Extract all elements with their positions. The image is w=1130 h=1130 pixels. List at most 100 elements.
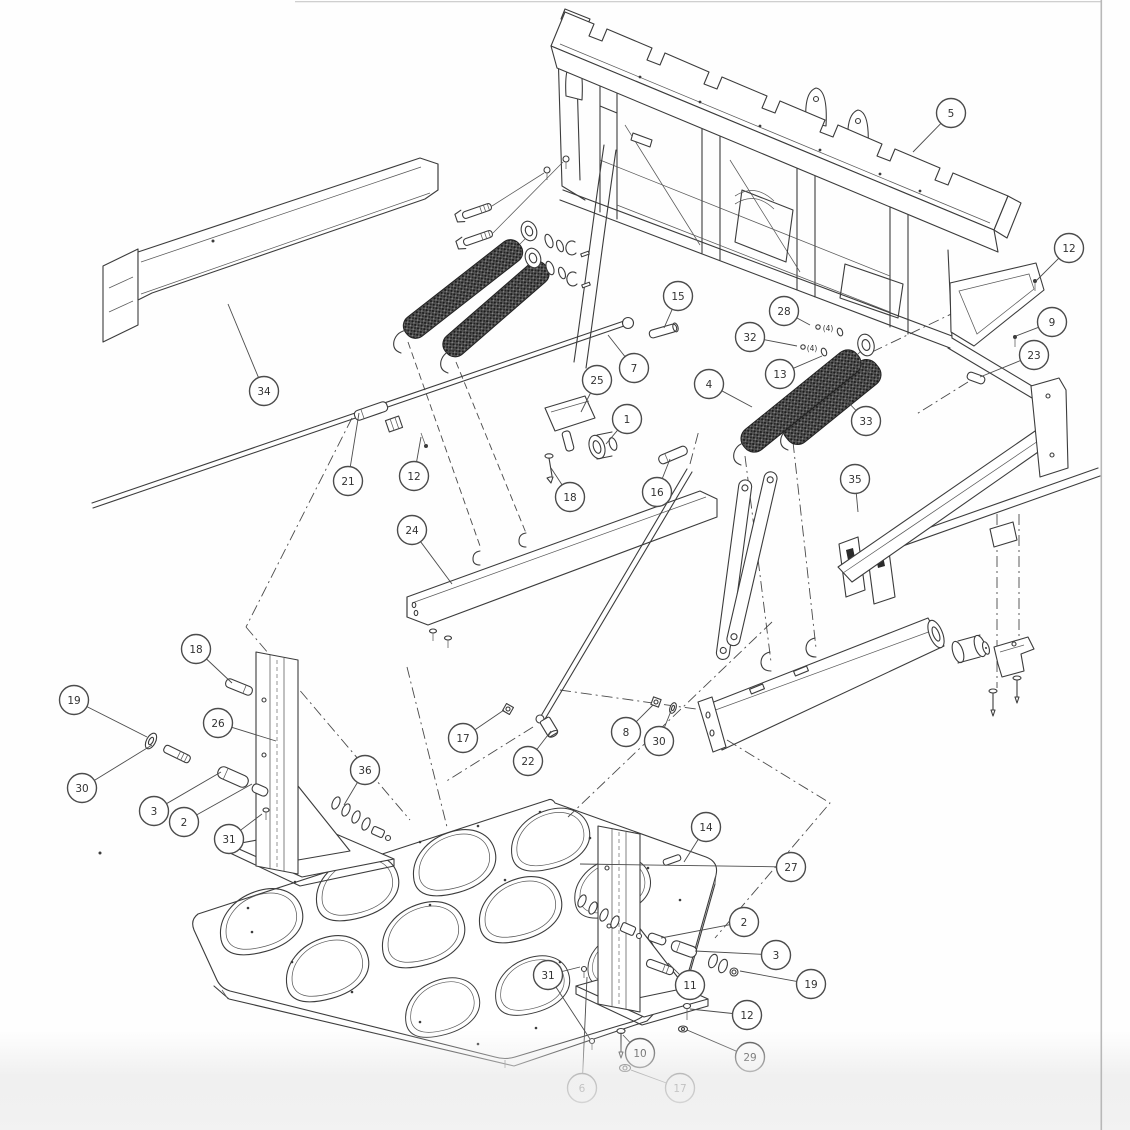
part-number: 8 <box>623 727 630 739</box>
part-number: 3 <box>151 806 158 818</box>
callout-balloon-8: 8 <box>610 704 654 748</box>
leader-line <box>1035 257 1060 282</box>
deck-rivet-dots <box>246 810 682 1046</box>
leader-line <box>86 706 148 738</box>
leader-line <box>855 493 859 513</box>
part-number: 2 <box>741 917 748 929</box>
leader-line <box>661 458 671 479</box>
callout-balloon-13: 13 <box>764 355 823 390</box>
callout-balloon-16: 16 <box>641 458 673 508</box>
callout-balloon-21: 21 <box>332 412 364 497</box>
part-number: 12 <box>1062 243 1075 255</box>
scan-fade <box>0 1030 1130 1130</box>
part-number: 19 <box>804 979 817 991</box>
part-number: 21 <box>341 476 354 488</box>
part-number: 33 <box>859 416 872 428</box>
callout-balloon-4: 4 <box>693 368 753 408</box>
callout-balloon-32: 32 <box>734 321 798 353</box>
lift-arm-left <box>406 490 718 648</box>
leader-line <box>420 541 453 585</box>
leader-line <box>739 970 797 982</box>
scan-specks <box>98 239 215 855</box>
page-border <box>295 0 1103 1130</box>
part-number: 31 <box>541 970 554 982</box>
leader-line <box>579 863 777 868</box>
leader-line <box>793 355 823 369</box>
leader-line <box>607 334 626 357</box>
part-number: 17 <box>456 733 469 745</box>
part-number: 7 <box>631 363 638 375</box>
callout-balloon-18: 18 <box>550 467 586 513</box>
leader-line <box>196 783 253 816</box>
part-number: 12 <box>407 471 420 483</box>
leader-line <box>660 924 730 939</box>
callout-balloon-30: 30 <box>643 710 675 757</box>
callout-balloon-1: 1 <box>605 403 643 445</box>
callout-balloon-18: 18 <box>180 633 233 684</box>
leader-line <box>580 392 591 413</box>
callout-balloon-15: 15 <box>662 280 694 329</box>
leader-line <box>231 726 277 742</box>
leader-line <box>227 303 259 378</box>
part-number: 5 <box>948 108 955 120</box>
part-number: 15 <box>671 291 684 303</box>
lift-arm-right <box>837 377 1101 605</box>
callout-balloon-3: 3 <box>694 939 792 971</box>
part-number: 32 <box>743 332 756 344</box>
leader-line <box>721 390 753 408</box>
pylon-bracket-left <box>144 651 395 887</box>
link-bars <box>715 471 817 672</box>
part-number: 12 <box>740 1010 753 1022</box>
part-number: 31 <box>222 834 235 846</box>
callout-balloon-3: 3 <box>138 771 222 827</box>
part-number: 18 <box>189 644 202 656</box>
side-rail-left <box>102 157 439 343</box>
part-number: 13 <box>773 369 786 381</box>
callout-balloon-25: 25 <box>580 364 613 413</box>
part-number: 22 <box>521 756 534 768</box>
callout-balloon-28: 28 <box>768 295 811 327</box>
callout-balloon-36: 36 <box>343 754 381 806</box>
callout-balloon-34: 34 <box>227 303 280 407</box>
part-number: 14 <box>699 822 713 834</box>
callout-balloon-11: 11 <box>667 962 706 1001</box>
part-number: 19 <box>67 695 80 707</box>
callout-balloon-33: 33 <box>845 399 882 437</box>
lift-springs-right <box>733 324 882 466</box>
leader-line <box>206 658 233 684</box>
part-number: 25 <box>590 375 603 387</box>
fastener-hardware-left <box>144 678 392 842</box>
leader-line <box>912 123 942 153</box>
part-number: 18 <box>563 492 576 504</box>
leader-line <box>667 962 681 976</box>
callout-balloon-19: 19 <box>58 684 148 738</box>
callout-balloon-2: 2 <box>660 906 760 939</box>
callout-balloon-14: 14 <box>683 811 722 863</box>
callout-balloon-35: 35 <box>839 463 871 513</box>
callout-balloon-30: 30 <box>66 744 153 804</box>
header-board <box>550 11 1022 253</box>
leader-line <box>240 813 263 831</box>
callout-balloon-23: 23 <box>979 339 1050 378</box>
leader-line <box>764 339 798 347</box>
leader-line <box>1015 326 1039 337</box>
part-number: 16 <box>650 487 664 499</box>
part-number: 34 <box>257 386 271 398</box>
pylon-bracket-right <box>575 825 739 1073</box>
quantity-note: (4) <box>823 324 834 333</box>
leader-line <box>474 709 505 731</box>
part-number: 9 <box>1049 317 1056 329</box>
leader-line <box>416 436 422 462</box>
part-number: 36 <box>358 765 372 777</box>
leader-line <box>663 710 672 728</box>
part-number: 26 <box>211 718 225 730</box>
part-number: 1 <box>624 414 631 426</box>
part-number: 35 <box>848 474 861 486</box>
leader-line <box>343 782 358 806</box>
leader-line <box>683 839 699 863</box>
callout-balloon-12: 12 <box>398 436 430 492</box>
leader-line <box>550 467 563 486</box>
pivot-bracket-roller <box>544 395 618 484</box>
